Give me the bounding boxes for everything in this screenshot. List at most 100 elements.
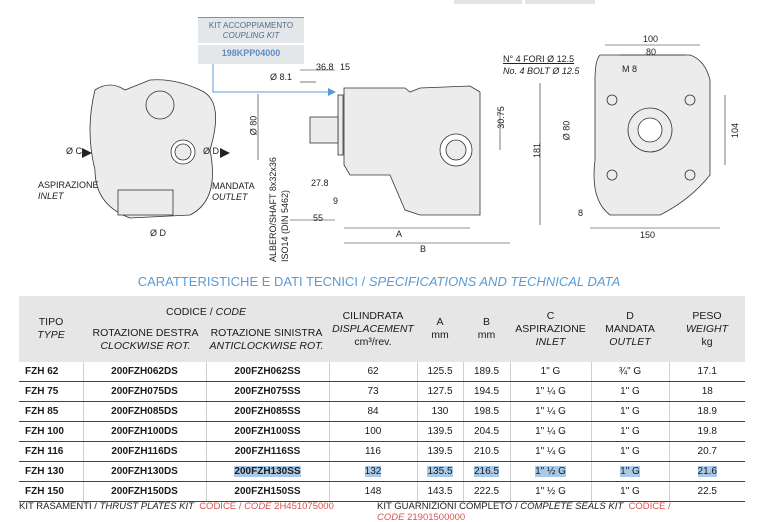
cell-type: FZH 75 — [19, 381, 83, 402]
dim-36-8: 36.8 — [316, 62, 334, 72]
cell-dim-a: 139.5 — [416, 441, 463, 462]
cell-type: FZH 85 — [19, 401, 83, 422]
section-title-en: SPECIFICATIONS AND TECHNICAL DATA — [368, 274, 621, 289]
coupling-kit-code: 198KPP04000 — [198, 43, 304, 58]
cell-inlet: 1" ¼ G — [509, 401, 591, 422]
selected-text: 200FZH130SS — [234, 466, 301, 477]
dim-100: 100 — [643, 34, 659, 44]
dim-15: 15 — [340, 62, 351, 72]
dim-d-bottom: Ø D — [150, 228, 167, 238]
cell-weight: 17.1 — [668, 362, 745, 382]
dim-a: A — [396, 229, 403, 239]
cell-code-cw: 200FZH100DS — [82, 421, 206, 442]
shaft-standard: ISO14 (DIN 5462) — [280, 189, 290, 262]
cell-dim-a: 127.5 — [416, 381, 463, 402]
cell-dim-b: 222.5 — [462, 481, 510, 502]
cell-dim-b: 194.5 — [462, 381, 510, 402]
cell-outlet: 1" G — [590, 401, 669, 422]
cell-code-ccw: 200FZH062SS — [205, 362, 329, 382]
cell-inlet: 1" ¼ G — [509, 381, 591, 402]
dim-c: Ø C — [66, 146, 83, 156]
cell-code-ccw: 200FZH150SS — [205, 481, 329, 502]
dim-104: 104 — [730, 122, 741, 139]
coupling-kit-title: KIT ACCOPPIAMENTO — [208, 21, 294, 30]
cell-code-cw: 200FZH130DS — [82, 461, 206, 482]
cell-outlet: ¾" G — [590, 362, 669, 382]
cell-code-cw: 200FZH075DS — [82, 381, 206, 402]
cell-weight: 21.6 — [668, 461, 745, 482]
cell-code-ccw: 200FZH116SS — [205, 441, 329, 462]
cell-outlet: 1" G — [590, 441, 669, 462]
cell-dim-b: 210.5 — [462, 441, 510, 462]
cell-type: FZH 150 — [19, 481, 83, 502]
cell-code-cw: 200FZH116DS — [82, 441, 206, 462]
coupling-kit-title-en: COUPLING KIT — [222, 31, 280, 40]
cell-type: FZH 62 — [19, 362, 83, 382]
cell-weight: 18 — [668, 381, 745, 402]
cell-displacement: 100 — [328, 421, 417, 442]
dim-55: 55 — [313, 213, 324, 223]
dim-9: 9 — [333, 196, 339, 206]
dim-d: Ø D — [203, 146, 220, 156]
inlet-label: ASPIRAZIONE — [38, 180, 99, 190]
cell-code-cw: 200FZH085DS — [82, 401, 206, 422]
cell-code-ccw: 200FZH130SS — [205, 461, 329, 482]
cell-displacement: 73 — [328, 381, 417, 402]
cell-inlet: 1" ½ G — [509, 461, 591, 482]
cell-type: FZH 116 — [19, 441, 83, 462]
dim-27-8: 27.8 — [311, 178, 329, 188]
cell-weight: 22.5 — [668, 481, 745, 502]
cell-code-ccw: 200FZH075SS — [205, 381, 329, 402]
cell-weight: 19.8 — [668, 421, 745, 442]
cell-dim-b: 216.5 — [462, 461, 510, 482]
shaft — [309, 116, 339, 144]
dim-m8: M 8 — [622, 64, 638, 74]
dim-30-75: 30.75 — [495, 106, 506, 129]
outlet-label: MANDATA — [212, 181, 255, 191]
cell-displacement: 84 — [328, 401, 417, 422]
bolt-holes-en: No. 4 BOLT Ø 12.5 — [503, 66, 580, 76]
cell-outlet: 1" G — [590, 481, 669, 502]
cell-dim-a: 139.5 — [416, 421, 463, 442]
coupling-kit-box: KIT ACCOPPIAMENTO COUPLING KIT 198KPP040… — [198, 17, 304, 64]
cell-inlet: 1" ¼ G — [509, 421, 591, 442]
cell-code-cw: 200FZH062DS — [82, 362, 206, 382]
top-tab — [525, 0, 595, 4]
dim-181: 181 — [532, 142, 543, 159]
cell-code-cw: 200FZH150DS — [82, 481, 206, 502]
cell-dim-a: 125.5 — [416, 362, 463, 382]
selected-text: 135.5 — [427, 466, 453, 477]
dim-150: 150 — [640, 230, 656, 240]
cell-inlet: 1" ½ G — [509, 481, 591, 502]
cell-type: FZH 100 — [19, 421, 83, 442]
cell-weight: 20.7 — [668, 441, 745, 462]
selected-text: 1" G — [620, 466, 640, 477]
seals-kit-note: KIT GUARNIZIONI COMPLETO / COMPLETE SEAL… — [377, 501, 671, 522]
cell-code-ccw: 200FZH100SS — [205, 421, 329, 442]
outlet-label-en: OUTLET — [212, 192, 248, 202]
cell-dim-a: 130 — [416, 401, 463, 422]
bolt-holes: N° 4 FORI Ø 12.5 — [503, 54, 575, 64]
cell-dim-b: 189.5 — [462, 362, 510, 382]
shaft-spec: ALBERO/SHAFT 8x32x36 — [268, 157, 278, 262]
dim-8: 8 — [578, 208, 584, 218]
cell-weight: 18.9 — [668, 401, 745, 422]
cell-dim-a: 143.5 — [416, 481, 463, 502]
cell-dim-a: 135.5 — [416, 461, 463, 482]
cell-outlet: 1" G — [590, 461, 669, 482]
dim-d80-right: Ø 80 — [561, 120, 572, 141]
selected-text: 1" ½ G — [535, 466, 566, 477]
cell-displacement: 62 — [328, 362, 417, 382]
